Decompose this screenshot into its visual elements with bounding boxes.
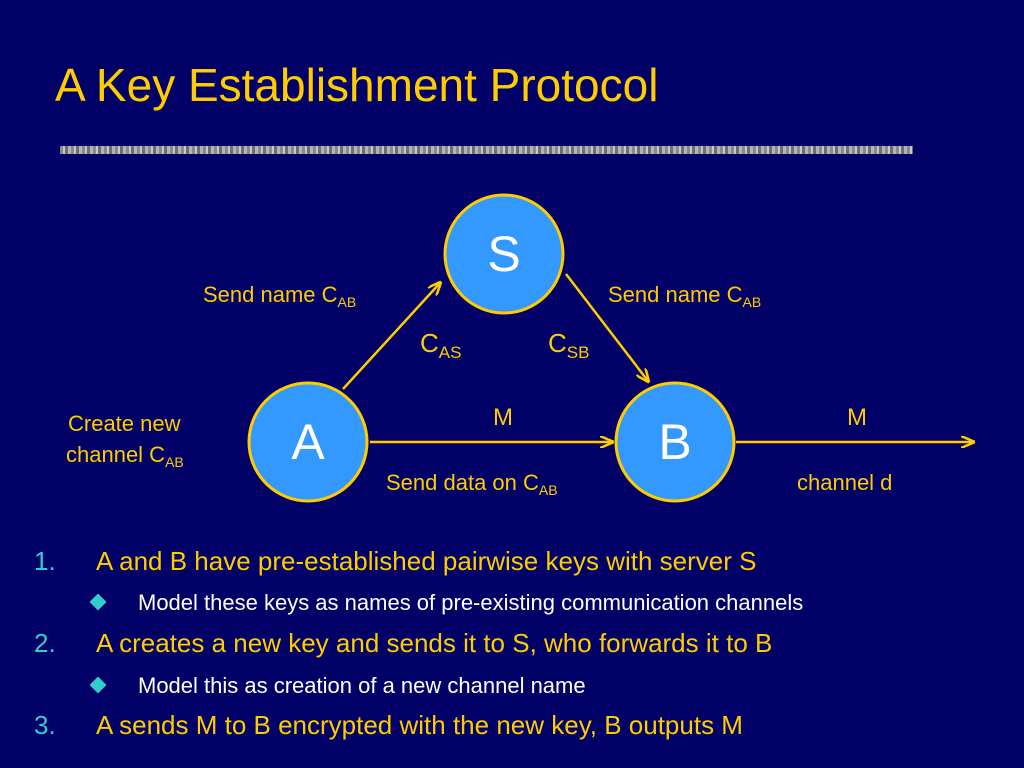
label-send-name-right: Send name CAB xyxy=(608,282,762,310)
label-message-out: M xyxy=(847,404,867,431)
list-text: A creates a new key and sends it to S, w… xyxy=(96,628,773,658)
slide-title: A Key Establishment Protocol xyxy=(55,59,659,111)
sub-list-text: Model this as creation of a new channel … xyxy=(138,673,586,698)
sub-list-item: Model these keys as names of pre-existin… xyxy=(89,590,804,616)
node-s-label: S xyxy=(487,226,521,282)
node-a-label: A xyxy=(291,414,325,470)
list-number: 2. xyxy=(34,628,56,658)
node-a-circle xyxy=(247,381,369,503)
label-send-data: Send data on CAB xyxy=(386,470,558,498)
label-csb: CSB xyxy=(548,328,590,362)
list-item: 2. A creates a new key and sends it to S… xyxy=(34,628,773,659)
node-s-circle xyxy=(443,193,565,315)
arrow-a-to-s xyxy=(342,283,440,390)
node-b-circle xyxy=(614,381,736,503)
sub-list-text: Model these keys as names of pre-existin… xyxy=(138,590,804,615)
label-create-line2: channel CAB xyxy=(66,442,184,470)
node-b-label: B xyxy=(658,414,692,470)
list-item: 1. A and B have pre-established pairwise… xyxy=(34,546,757,577)
label-cas: CAS xyxy=(420,328,462,362)
list-item: 3. A sends M to B encrypted with the new… xyxy=(34,710,743,741)
label-send-name-left: Send name CAB xyxy=(203,282,357,310)
sub-list-item: Model this as creation of a new channel … xyxy=(89,673,586,699)
list-text: A sends M to B encrypted with the new ke… xyxy=(96,710,743,740)
list-text: A and B have pre-established pairwise ke… xyxy=(96,546,757,576)
list-number: 3. xyxy=(34,710,56,740)
arrow-s-to-b xyxy=(565,273,648,381)
title-divider xyxy=(60,146,913,154)
list-number: 1. xyxy=(34,546,56,576)
label-channel-d: channel d xyxy=(797,470,893,495)
label-message-ab: M xyxy=(493,404,513,431)
label-create-line1: Create new xyxy=(68,411,181,436)
